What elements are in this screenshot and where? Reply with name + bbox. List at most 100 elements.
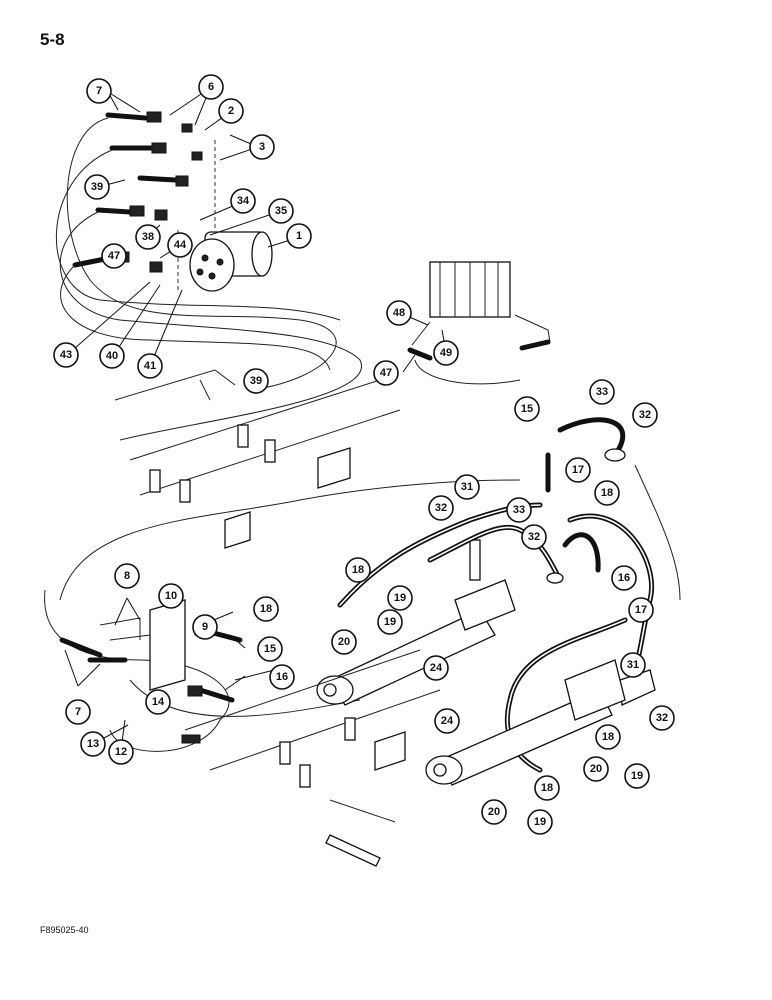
callout-label: 10: [165, 590, 177, 602]
callout-label: 3: [259, 141, 265, 153]
callout-label: 7: [75, 706, 81, 718]
callout-label: 17: [572, 464, 584, 476]
callout-15: 15: [514, 396, 540, 422]
callout-18: 18: [595, 724, 621, 750]
callout-19: 19: [624, 763, 650, 789]
callout-label: 32: [435, 502, 447, 514]
callout-label: 16: [276, 671, 288, 683]
callout-17: 17: [628, 597, 654, 623]
callout-label: 34: [237, 195, 250, 207]
callout-19: 19: [377, 609, 403, 635]
callout-label: 33: [513, 504, 525, 516]
cylinder-lower: [425, 659, 626, 786]
callout-label: 39: [91, 181, 103, 193]
callout-label: 6: [208, 81, 214, 93]
bulkhead-plate: [59, 599, 243, 703]
callout-label: 8: [124, 570, 130, 582]
callout-40: 40: [99, 343, 125, 369]
callout-20: 20: [481, 799, 507, 825]
callout-18: 18: [594, 480, 620, 506]
callout-20: 20: [583, 756, 609, 782]
callout-label: 48: [393, 307, 405, 319]
callout-label: 20: [590, 763, 602, 775]
callout-7: 7: [86, 78, 112, 104]
callout-34: 34: [230, 188, 256, 214]
callout-49: 49: [433, 340, 459, 366]
figure-code: F895025-40: [40, 925, 89, 935]
callout-label: 19: [631, 770, 643, 782]
callout-33: 33: [589, 379, 615, 405]
callout-label: 13: [87, 738, 99, 750]
callout-label: 19: [534, 816, 546, 828]
frame-brackets-upper: [114, 369, 401, 549]
callout-label: 31: [627, 659, 639, 671]
callout-label: 47: [108, 250, 120, 262]
callout-9: 9: [192, 614, 218, 640]
callout-20: 20: [331, 629, 357, 655]
callout-33: 33: [506, 497, 532, 523]
callout-label: 16: [618, 572, 630, 584]
callout-35: 35: [268, 198, 294, 224]
callout-label: 15: [521, 403, 533, 415]
callout-1: 1: [286, 223, 312, 249]
callout-24: 24: [423, 655, 449, 681]
control-valve: [407, 261, 551, 385]
callout-label: 31: [461, 481, 473, 493]
callout-label: 18: [602, 731, 614, 743]
callout-14: 14: [145, 689, 171, 715]
callout-3: 3: [249, 134, 275, 160]
callout-label: 44: [174, 239, 187, 251]
callout-label: 7: [96, 85, 102, 97]
callout-label: 1: [296, 230, 302, 242]
frame-brackets-lower: [181, 649, 441, 867]
callout-6: 6: [198, 74, 224, 100]
callout-8: 8: [114, 563, 140, 589]
callout-label: 40: [106, 350, 118, 362]
callout-18: 18: [253, 596, 279, 622]
callout-label: 47: [380, 367, 392, 379]
leader-lines: [64, 87, 447, 745]
callout-label: 17: [635, 604, 647, 616]
hydraulic-motor: [189, 231, 273, 292]
callout-label: 18: [601, 487, 613, 499]
callout-label: 2: [228, 105, 234, 117]
callout-41: 41: [137, 353, 163, 379]
callout-label: 9: [202, 621, 208, 633]
callout-label: 24: [430, 662, 443, 674]
callout-47: 47: [101, 243, 127, 269]
callout-label: 35: [275, 205, 287, 217]
callout-16: 16: [269, 664, 295, 690]
callout-15: 15: [257, 636, 283, 662]
callout-16: 16: [611, 565, 637, 591]
callout-47: 47: [373, 360, 399, 386]
callout-2: 2: [218, 98, 244, 124]
callout-label: 12: [115, 746, 127, 758]
callout-label: 32: [639, 409, 651, 421]
callout-label: 43: [60, 349, 72, 361]
callout-18: 18: [534, 775, 560, 801]
callout-label: 38: [142, 231, 154, 243]
callout-17: 17: [565, 457, 591, 483]
callout-label: 41: [144, 360, 156, 372]
callout-18: 18: [345, 557, 371, 583]
callout-32: 32: [428, 495, 454, 521]
callout-label: 19: [384, 616, 396, 628]
callout-label: 15: [264, 643, 276, 655]
callout-label: 14: [152, 696, 165, 708]
callout-label: 18: [352, 564, 364, 576]
callout-32: 32: [649, 705, 675, 731]
callout-38: 38: [135, 224, 161, 250]
callout-label: 18: [260, 603, 272, 615]
callout-12: 12: [108, 739, 134, 765]
callout-label: 32: [528, 531, 540, 543]
callout-39: 39: [243, 368, 269, 394]
callout-label: 19: [394, 592, 406, 604]
callout-label: 39: [250, 375, 262, 387]
callout-32: 32: [632, 402, 658, 428]
callout-label: 18: [541, 782, 553, 794]
callout-label: 24: [441, 715, 454, 727]
callout-44: 44: [167, 232, 193, 258]
callout-48: 48: [386, 300, 412, 326]
